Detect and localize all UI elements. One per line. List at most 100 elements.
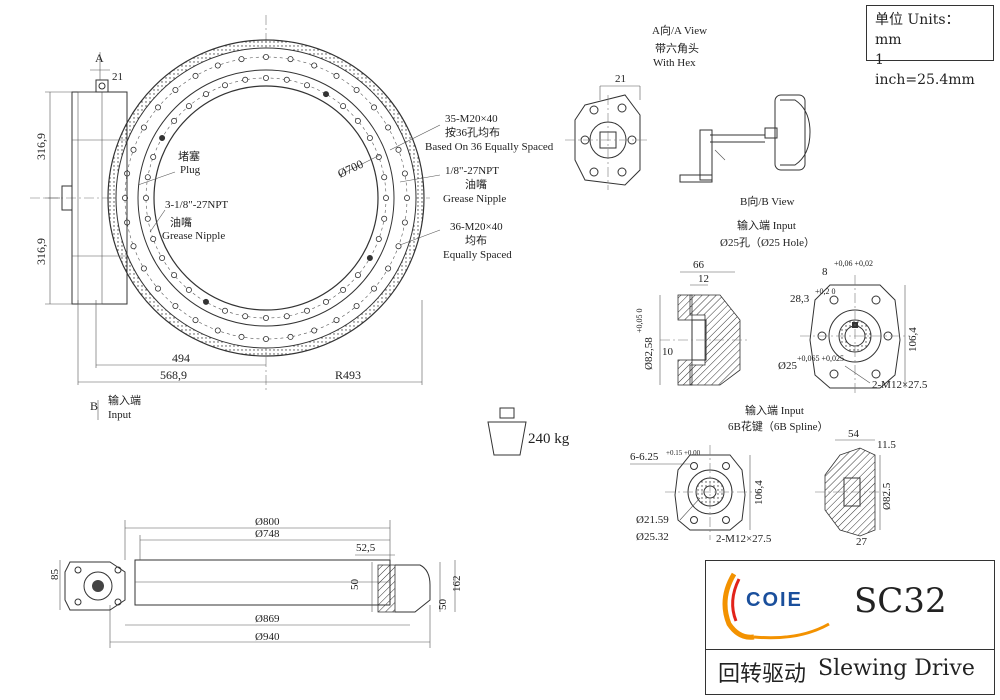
npt3-en: Grease Nipple xyxy=(162,230,225,242)
bolt-hole xyxy=(185,103,192,110)
bolt-hole xyxy=(333,72,340,79)
side-dim-52: 52,5 xyxy=(356,542,376,554)
bolt-hole xyxy=(303,82,310,89)
coie-logo xyxy=(722,572,830,640)
bolt-hole xyxy=(287,56,294,63)
bolt-hole xyxy=(238,56,245,63)
dim-21: 21 xyxy=(112,71,123,83)
b-dim-28-tol: +0,2 0 xyxy=(815,287,836,296)
spline-label: 6B花键（6B Spline） xyxy=(728,419,829,433)
b-dim-25-tol: +0,065 +0,025 xyxy=(797,354,844,363)
bolt-hole xyxy=(283,76,290,83)
bolt-hole xyxy=(385,124,392,131)
spline-view: 输入端 Input 6B花键（6B Spline） 6-6.25 +0.15 +… xyxy=(630,403,896,548)
b-view-title: B向/B View xyxy=(740,194,795,208)
bolt-hole xyxy=(366,134,373,141)
spline-input: 输入端 Input xyxy=(745,403,804,417)
a-view-cn: 带六角头 xyxy=(655,42,699,55)
bolt-hole xyxy=(303,307,310,314)
npt1-label: 1/8"-27NPT xyxy=(445,165,499,177)
bolt-hole xyxy=(340,286,347,293)
spline-section xyxy=(824,447,876,537)
side-motor xyxy=(64,561,126,611)
side-dim-800: Ø800 xyxy=(255,516,280,528)
bolt-hole xyxy=(381,174,388,181)
section-mark-a: A xyxy=(95,51,104,65)
bolts36-en: Equally Spaced xyxy=(443,249,512,261)
spline-flange xyxy=(674,454,746,531)
a-flange xyxy=(574,94,641,186)
outer-bolt-holes xyxy=(122,54,410,342)
bolt-hole xyxy=(221,307,228,314)
bolt-hole xyxy=(401,170,408,177)
b-dim-82-tol: +0,05 0 xyxy=(635,308,644,333)
npt3-cn: 油嘴 xyxy=(170,215,192,229)
side-dim-85: 85 xyxy=(49,569,61,581)
bolt-hole xyxy=(172,87,179,94)
bolts36-cn: 均布 xyxy=(465,234,487,247)
units-box: 单位 Units：mm 1 inch=25.4mm xyxy=(866,5,994,88)
crank-handle xyxy=(679,94,811,183)
bolt-hole xyxy=(144,215,151,222)
bolt-hole xyxy=(140,124,147,131)
dim-316-bottom: 316,9 xyxy=(34,238,48,265)
b-dim-10: 10 xyxy=(662,346,674,358)
bolt-hole xyxy=(395,243,402,250)
bolt-hole xyxy=(214,327,221,334)
bolt-hole xyxy=(395,146,402,153)
b-dim-28: 28,3 xyxy=(790,293,810,305)
a-view-title: A向/A View xyxy=(652,23,707,37)
bolt-hole xyxy=(221,82,228,89)
bolt-hole xyxy=(354,272,361,279)
spline-dim-25: Ø25.32 xyxy=(636,531,669,543)
bolt-hole xyxy=(202,91,209,98)
title-divider xyxy=(706,649,994,650)
bolt-hole xyxy=(242,313,249,320)
bolt-hole xyxy=(144,174,151,181)
bolt-hole xyxy=(130,146,137,153)
side-dim-162: 162 xyxy=(451,576,463,593)
dim-316-top: 316,9 xyxy=(34,133,48,160)
bolt-hole xyxy=(140,265,147,272)
a-view-dim-21: 21 xyxy=(615,73,626,85)
weight-icon xyxy=(487,407,527,456)
bolt-hole xyxy=(283,313,290,320)
bolt-hole xyxy=(154,285,161,292)
spline-dim-21: Ø21.59 xyxy=(636,514,669,526)
bolt-hole xyxy=(322,298,329,305)
bolt-hole xyxy=(381,215,388,222)
bolt-hole xyxy=(333,317,340,324)
bolt-hole xyxy=(262,335,269,342)
npt1-en: Grease Nipple xyxy=(443,193,506,205)
bolt-hole xyxy=(311,327,318,334)
input-en: Input xyxy=(108,409,131,421)
b-dim-106: 106,4 xyxy=(907,327,919,352)
spline-dim-106: 106,4 xyxy=(753,480,765,505)
bolt-hole xyxy=(385,265,392,272)
b-view-input: 输入端 Input xyxy=(737,218,796,232)
dim-494: 494 xyxy=(172,351,190,365)
b-dim-8: 8 xyxy=(822,266,828,278)
side-dim-50a: 50 xyxy=(349,579,361,591)
gear-housing xyxy=(61,79,128,305)
units-line1: 单位 Units：mm xyxy=(875,12,960,48)
dim-568: 568,9 xyxy=(160,368,187,382)
side-dim-940: Ø940 xyxy=(255,631,280,643)
bolt-hole xyxy=(287,333,294,340)
bolts36-label: 36-M20×40 xyxy=(450,221,503,233)
inner-bolt-holes xyxy=(142,75,389,321)
bolt-hole xyxy=(130,243,137,250)
bolt-hole xyxy=(375,153,382,160)
spline-dim-tol: +0.15 +0.00 xyxy=(666,449,701,457)
spline-dim-11: 11.5 xyxy=(877,439,896,451)
bolt-hole xyxy=(150,235,157,242)
model-number: SC32 xyxy=(854,581,947,621)
bolt-hole xyxy=(192,72,199,79)
spline-dim-82: Ø82.5 xyxy=(881,482,893,510)
bolt-hole xyxy=(192,317,199,324)
bolt-hole xyxy=(322,91,329,98)
b-bolts: 2-M12×27.5 xyxy=(872,379,928,391)
npt3-label: 3-1/8"-27NPT xyxy=(165,199,228,211)
bolt-hole xyxy=(122,194,129,201)
